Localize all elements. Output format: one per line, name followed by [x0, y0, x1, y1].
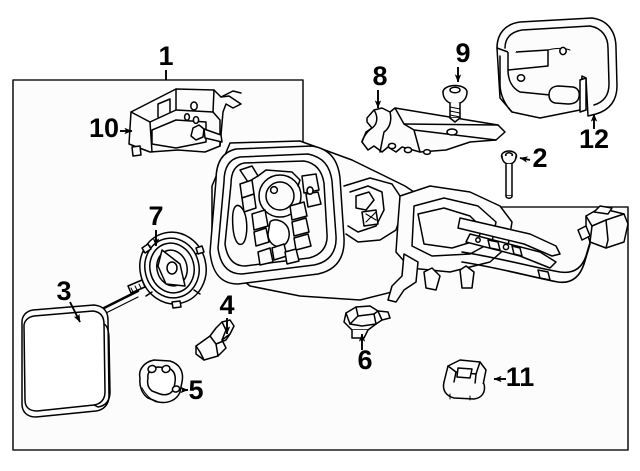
part-11-mounting-clip	[442, 359, 487, 401]
wiring-harness	[461, 205, 629, 284]
part-2-long-bolt	[500, 150, 518, 199]
callout-label-10: 10	[89, 113, 119, 143]
callout-leaders	[69, 67, 598, 394]
callout-label-5: 5	[188, 375, 203, 405]
part-8-lower-trim-cover	[361, 107, 506, 156]
callout-label-9: 9	[455, 38, 470, 68]
part-6-electrical-connector	[343, 305, 391, 339]
part-5-gasket-seal	[138, 359, 184, 404]
part-3-mirror-glass	[21, 304, 111, 418]
callout-numbers: 1 2 3 4 5 6 7 8 9 10 11 12	[56, 38, 609, 405]
part-10-inner-mirror-bracket	[128, 88, 242, 157]
callout-label-6: 6	[357, 345, 372, 375]
callout-label-4: 4	[219, 290, 234, 320]
leader-3	[69, 301, 81, 323]
callout-label-8: 8	[372, 61, 387, 91]
part-7-actuator-motor	[139, 231, 207, 309]
callout-label-11: 11	[506, 362, 535, 392]
callout-label-7: 7	[148, 201, 163, 231]
callout-label-3: 3	[56, 276, 71, 306]
callout-label-12: 12	[579, 124, 609, 154]
callout-label-1: 1	[158, 41, 173, 71]
leader-2	[519, 156, 531, 163]
callout-label-2: 2	[532, 143, 547, 173]
mirror-housing-assembly	[209, 140, 561, 303]
part-9-screw	[442, 84, 468, 123]
part-12-back-cover-cap	[496, 17, 618, 119]
